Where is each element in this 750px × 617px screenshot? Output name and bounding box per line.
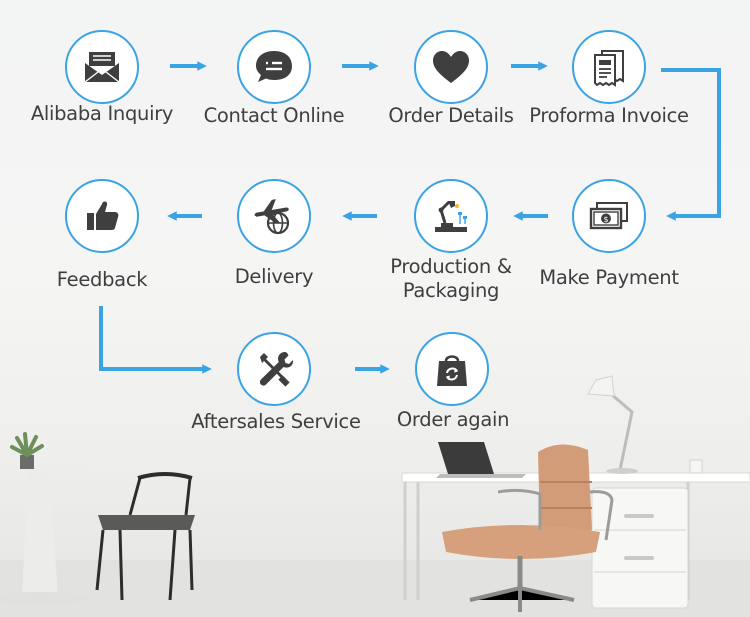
step-order-again-label: Order again [396,408,510,431]
shopping-bag-icon [437,355,467,386]
step-proforma-invoice-node [572,30,646,104]
step-production-packaging-label: Production & Packaging [377,255,525,303]
airplane-globe-icon [254,199,290,235]
production-icon [435,200,467,232]
step-order-details-label: Order Details [388,104,514,127]
step-order-details-node [414,30,488,104]
step-feedback-node [65,179,139,253]
step-feedback-label: Feedback [56,268,148,291]
thumbs-up-icon [87,201,119,230]
step-production-packaging-node [414,179,488,253]
production-label-line-1: Production & [390,255,512,278]
step-delivery-node [237,179,311,253]
envelope-icon [84,52,120,83]
heart-icon [433,51,469,83]
step-alibaba-inquiry-node [65,30,139,104]
production-label-line-2: Packaging [402,279,500,302]
tools-icon [259,352,294,387]
arrow-4-5 [661,68,721,221]
chat-bubble-icon [256,51,292,82]
step-make-payment-label: Make Payment [539,266,679,289]
invoice-icon [594,50,624,87]
arrow-8-9 [99,306,212,374]
step-aftersales-service-node [237,332,311,406]
step-proforma-invoice-label: Proforma Invoice [529,104,689,127]
svg-text:$: $ [603,215,608,224]
step-contact-online-label: Contact Online [203,104,345,127]
step-make-payment-node: $ [572,179,646,253]
cash-icon: $ [589,202,628,230]
step-aftersales-service-label: Aftersales Service [191,410,361,433]
step-contact-online-node [237,30,311,104]
step-order-again-node [415,332,489,406]
step-delivery-label: Delivery [234,265,314,288]
step-alibaba-inquiry-label: Alibaba Inquiry [30,102,174,125]
